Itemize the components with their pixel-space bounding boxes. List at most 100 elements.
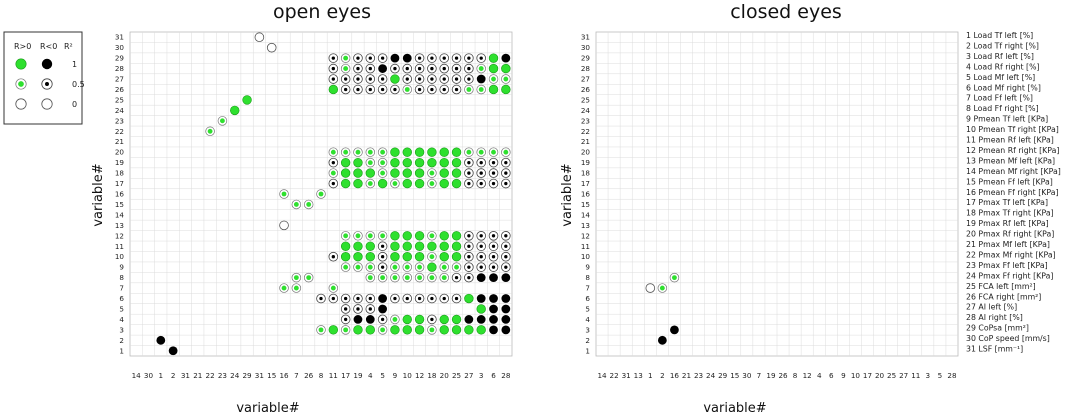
x-tick-label: 11 bbox=[911, 371, 920, 380]
data-point bbox=[242, 95, 252, 105]
data-point bbox=[464, 168, 474, 178]
y-tick-label: 23 bbox=[581, 116, 590, 125]
data-point bbox=[488, 241, 499, 252]
legend-header-r2: R² bbox=[64, 42, 73, 51]
data-point bbox=[377, 147, 388, 157]
data-point bbox=[476, 262, 486, 272]
data-point bbox=[476, 168, 486, 178]
data-point bbox=[303, 199, 314, 210]
y-tick-label: 16 bbox=[115, 190, 125, 199]
data-point bbox=[414, 63, 425, 74]
data-point bbox=[340, 53, 351, 63]
data-point bbox=[365, 178, 376, 189]
x-tick-label: 10 bbox=[851, 371, 861, 380]
x-tick-label: 28 bbox=[947, 371, 957, 380]
data-point bbox=[377, 325, 388, 335]
data-point bbox=[402, 293, 413, 304]
data-point bbox=[489, 273, 498, 283]
data-point bbox=[377, 262, 388, 272]
y-tick-label: 20 bbox=[581, 148, 591, 157]
data-point bbox=[328, 84, 339, 95]
data-point bbox=[489, 315, 498, 324]
data-point bbox=[488, 168, 499, 178]
x-tick-label: 8 bbox=[793, 371, 798, 380]
data-point bbox=[353, 53, 363, 63]
data-point bbox=[402, 168, 412, 178]
data-point bbox=[340, 293, 351, 304]
data-point bbox=[414, 293, 425, 304]
y-tick-label: 13 bbox=[115, 221, 124, 230]
data-point bbox=[390, 84, 400, 95]
y-tick-label: 19 bbox=[115, 158, 125, 167]
legend-r2-value: 0.5 bbox=[72, 80, 85, 89]
data-point bbox=[279, 189, 289, 199]
data-point bbox=[501, 147, 511, 157]
variable-list-item: 7 Load Ff left [%] bbox=[966, 94, 1033, 103]
y-axis-title: variable# bbox=[91, 163, 106, 226]
data-point bbox=[353, 252, 363, 262]
data-point bbox=[340, 168, 351, 178]
data-point bbox=[488, 231, 499, 241]
x-tick-label: 4 bbox=[368, 371, 373, 380]
data-point bbox=[439, 252, 449, 262]
y-tick-label: 5 bbox=[119, 304, 124, 313]
data-point bbox=[340, 84, 351, 95]
x-tick-label: 27 bbox=[899, 371, 908, 380]
x-tick-label: 14 bbox=[597, 371, 607, 380]
data-point bbox=[378, 304, 388, 314]
data-point bbox=[439, 53, 450, 63]
x-tick-label: 13 bbox=[634, 371, 643, 380]
data-point bbox=[353, 147, 363, 157]
data-point bbox=[488, 262, 499, 272]
data-point bbox=[464, 262, 474, 272]
data-point bbox=[439, 74, 450, 84]
data-point bbox=[476, 231, 486, 241]
data-point bbox=[377, 314, 388, 325]
variable-list-item: 19 Pmax Rf left [KPa] bbox=[966, 219, 1049, 228]
x-tick-label: 1 bbox=[648, 371, 653, 380]
variable-list-item: 14 Pmean Mf right [KPa] bbox=[966, 167, 1061, 176]
variable-list-item: 4 Load Rf right [%] bbox=[966, 62, 1040, 71]
data-point bbox=[427, 293, 437, 304]
data-point bbox=[402, 272, 412, 283]
data-point bbox=[414, 262, 425, 272]
data-point bbox=[464, 315, 474, 324]
data-point bbox=[488, 178, 499, 189]
x-tick-label: 6 bbox=[829, 371, 834, 380]
data-point bbox=[464, 272, 474, 283]
data-point bbox=[476, 63, 486, 74]
data-point bbox=[427, 251, 437, 262]
data-point bbox=[328, 168, 339, 178]
data-point bbox=[476, 315, 486, 324]
data-point bbox=[328, 157, 339, 168]
data-point bbox=[402, 262, 412, 272]
y-tick-label: 6 bbox=[585, 294, 590, 303]
data-point bbox=[427, 314, 437, 325]
data-point bbox=[489, 304, 498, 314]
legend-marker-negative bbox=[41, 98, 53, 110]
y-axis-title: variable# bbox=[560, 163, 575, 226]
data-point bbox=[476, 304, 486, 314]
x-tick-label: 26 bbox=[304, 371, 314, 380]
chart-title: closed eyes bbox=[730, 1, 842, 23]
data-point bbox=[464, 293, 474, 304]
data-point bbox=[427, 157, 437, 168]
data-point bbox=[353, 304, 363, 314]
data-point bbox=[279, 220, 289, 231]
data-point bbox=[451, 241, 462, 251]
data-point bbox=[464, 178, 474, 189]
data-point bbox=[414, 157, 425, 168]
data-point bbox=[501, 53, 511, 63]
y-tick-label: 12 bbox=[581, 231, 590, 240]
data-point bbox=[378, 294, 388, 303]
data-point bbox=[328, 325, 339, 335]
data-point bbox=[365, 168, 375, 178]
data-point bbox=[414, 325, 425, 335]
data-point bbox=[365, 325, 375, 335]
data-point bbox=[476, 241, 486, 252]
x-tick-label: 10 bbox=[403, 371, 413, 380]
data-point bbox=[501, 84, 511, 95]
data-point bbox=[353, 262, 363, 272]
x-tick-label: 2 bbox=[171, 371, 176, 380]
